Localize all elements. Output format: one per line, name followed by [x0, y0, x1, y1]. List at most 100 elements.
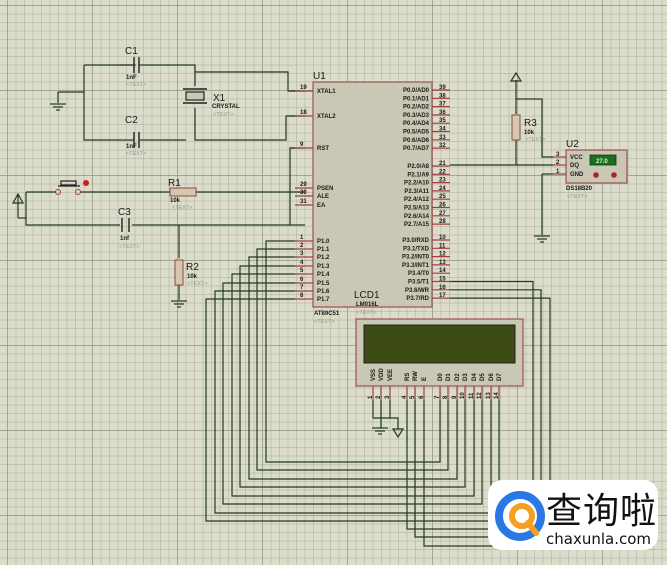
watermark-logo: 查询啦 chaxunla.com [488, 480, 658, 550]
u2-text: <TEXT> [567, 194, 587, 200]
lcd-pin-number: 1 [368, 395, 374, 399]
r3-text: <TEXT> [525, 137, 545, 143]
lcd-pin-name: D1 [446, 373, 452, 381]
r1-text: <TEXT> [172, 205, 192, 211]
u2-display [589, 154, 617, 166]
u1-pin-name: P0.5/AD5 [403, 130, 430, 136]
u1-pin-number: 21 [439, 161, 446, 167]
u1-pin-name: RST [317, 146, 329, 152]
lcd-lm016l[interactable]: LCD1 LM016L <TEXT> VSS1VDD2VEE3RS4RW5E6D… [354, 290, 524, 400]
lcd-pin-number: 11 [469, 392, 475, 399]
resistor-r3[interactable]: R3 10k <TEXT> [511, 114, 545, 143]
u1-pin-name: P3.4/T0 [408, 271, 430, 277]
u2-decrease-button[interactable] [593, 172, 599, 178]
u1-pin-number: 15 [439, 277, 446, 283]
wire [222, 282, 483, 505]
r1-ref: R1 [168, 178, 181, 189]
c2-text: <TEXT> [126, 151, 146, 157]
lcd-pin-number: 10 [460, 392, 466, 399]
lcd-pin-name: D7 [497, 373, 503, 381]
capacitor-c1[interactable]: C1 1nF <TEXT> [104, 46, 146, 88]
u1-pin-number: 13 [439, 260, 446, 266]
lcd-pin-number: 14 [494, 392, 500, 399]
u1-pin-name: P1.6 [317, 289, 330, 295]
crystal-x1[interactable]: X1 CRYSTAL <TEXT> [183, 88, 240, 118]
capacitor-c3[interactable]: C3 1nf <TEXT> [118, 207, 139, 250]
u1-pin-number: 39 [439, 85, 446, 91]
u1-pin-number: 19 [300, 85, 307, 91]
u1-pin-name: P3.2/INT0 [402, 255, 430, 261]
u1-pin-number: 17 [439, 293, 446, 299]
lcd-pin-name: RS [405, 373, 411, 381]
capacitor-c2[interactable]: C2 1nF <TEXT> [104, 115, 146, 157]
u1-value: AT89C51 [314, 311, 340, 317]
lcd-pin-name: E [422, 377, 428, 381]
u2-pin-number: 2 [556, 160, 560, 166]
lcd-pin-number: 9 [452, 395, 458, 399]
u1-pin-number: 12 [439, 252, 446, 258]
u1-pin-name: P1.0 [317, 239, 330, 245]
wire [214, 290, 492, 514]
lcd-pin-name: RW [413, 371, 419, 381]
u2-pin-name: VCC [570, 155, 583, 161]
u1-pin-number: 16 [439, 285, 446, 291]
x1-ref: X1 [213, 93, 226, 104]
u2-pin-number: 1 [556, 169, 560, 175]
u1-pin-number: 1 [300, 235, 304, 241]
u1-pin-name: P3.6/WR [405, 288, 430, 294]
x1-value: CRYSTAL [212, 104, 240, 110]
lcd-pin-number: 2 [376, 395, 382, 399]
lcd-screen [363, 324, 516, 364]
microcontroller-u1[interactable]: U1 AT89C51 <TEXT> 19XTAL118XTAL29RST29PS… [290, 71, 450, 325]
u1-pin-name: P0.2/AD2 [403, 105, 430, 111]
u1-pin-number: 4 [300, 260, 304, 266]
ds18b20-wires [450, 80, 553, 235]
u1-text: <TEXT> [314, 319, 334, 325]
u1-pin-number: 34 [439, 127, 446, 133]
lcd-pin-number: 3 [385, 395, 391, 399]
wire [265, 240, 441, 463]
lcd-text: <TEXT> [356, 310, 376, 316]
wire [389, 400, 399, 429]
c3-value: 1nf [120, 236, 130, 242]
u2-pin-name: DQ [570, 163, 579, 169]
u1-pin-name: ALE [317, 194, 329, 200]
lcd-pin-name: VEE [388, 369, 394, 381]
wire [248, 256, 458, 480]
u1-pin-number: 9 [300, 142, 304, 148]
lcd-pin-number: 7 [435, 395, 441, 399]
ground-symbol-lcd [372, 427, 388, 435]
lcd-ref: LCD1 [354, 290, 380, 301]
u1-pin-name: P2.7/A15 [404, 222, 430, 228]
c1-value: 1nF [126, 75, 137, 81]
u1-pin-number: 18 [300, 110, 307, 116]
u1-pin-number: 3 [300, 251, 304, 257]
power-terminal-lcd [391, 428, 405, 439]
resistor-r2[interactable]: R2 10k <TEXT> [174, 259, 207, 287]
r2-text: <TEXT> [187, 281, 207, 287]
r2-value: 10k [187, 274, 198, 280]
wire [372, 400, 390, 419]
u1-pin-name: P3.7/RD [406, 296, 429, 302]
u1-pin-number: 2 [300, 243, 304, 249]
u1-pin-number: 25 [439, 194, 446, 200]
u1-ref: U1 [313, 71, 326, 82]
wire [239, 265, 466, 488]
u1-pin-name: PSEN [317, 186, 333, 192]
power-terminal-reset [11, 192, 25, 218]
u2-value: DS18B20 [566, 186, 593, 192]
lcd-pin-name: D0 [438, 373, 444, 381]
u1-pin-number: 33 [439, 135, 446, 141]
ground-symbol-u2 [534, 235, 550, 243]
u2-pin-name: GND [570, 172, 584, 178]
pushbutton[interactable] [55, 180, 90, 195]
resistor-r1[interactable]: R1 10k <TEXT> [168, 178, 197, 211]
c2-ref: C2 [125, 115, 138, 126]
r1-value: 10k [170, 198, 181, 204]
u1-pin-name: P1.4 [317, 272, 330, 278]
u2-increase-button[interactable] [611, 172, 617, 178]
u1-pin-number: 22 [439, 169, 446, 175]
lcd-pins: VSS1VDD2VEE3RS4RW5E6D07D18D29D310D411D51… [368, 368, 503, 400]
u1-pin-number: 23 [439, 178, 446, 184]
